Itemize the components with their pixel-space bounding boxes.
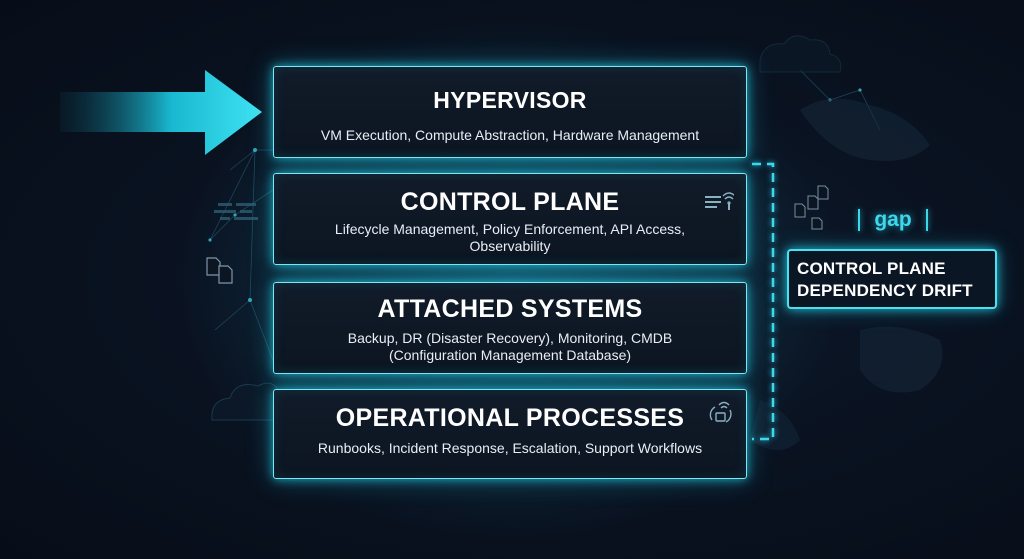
gap-label: gap [858, 205, 928, 235]
layer-description: Lifecycle Management, Policy Enforcement… [334, 221, 686, 254]
layer-stack: HYPERVISOR VM Execution, Compute Abstrac… [273, 66, 749, 480]
server-wifi-icon [705, 192, 734, 210]
layer-title: ATTACHED SYSTEMS [377, 295, 643, 323]
code-lines-icon [214, 203, 258, 220]
layer-hypervisor: HYPERVISOR VM Execution, Compute Abstrac… [273, 66, 747, 158]
bracket-icon [752, 162, 775, 441]
callout-line-1: CONTROL PLANE [797, 259, 946, 278]
arrow-right-icon [60, 70, 262, 155]
document-icon [794, 185, 829, 230]
layer-description: Backup, DR (Disaster Recovery), Monitori… [347, 330, 673, 363]
layer-title: CONTROL PLANE [400, 188, 620, 216]
layer-control-plane: CONTROL PLANE Lifecycle Management, Poli… [273, 173, 747, 265]
document-icon [206, 257, 233, 284]
layer-description: Runbooks, Incident Response, Escalation,… [317, 440, 703, 456]
callout-line-2: DEPENDENCY DRIFT [797, 281, 973, 300]
dependency-drift-callout: CONTROL PLANE DEPENDENCY DRIFT [787, 249, 997, 309]
layer-title: OPERATIONAL PROCESSES [335, 404, 685, 432]
layer-description: VM Execution, Compute Abstraction, Hardw… [320, 127, 700, 143]
layer-attached-systems: ATTACHED SYSTEMS Backup, DR (Disaster Re… [273, 282, 747, 374]
layer-title: HYPERVISOR [433, 87, 587, 113]
layer-operational-processes: OPERATIONAL PROCESSES Runbooks, Incident… [273, 389, 747, 479]
refresh-wifi-icon [709, 401, 732, 423]
